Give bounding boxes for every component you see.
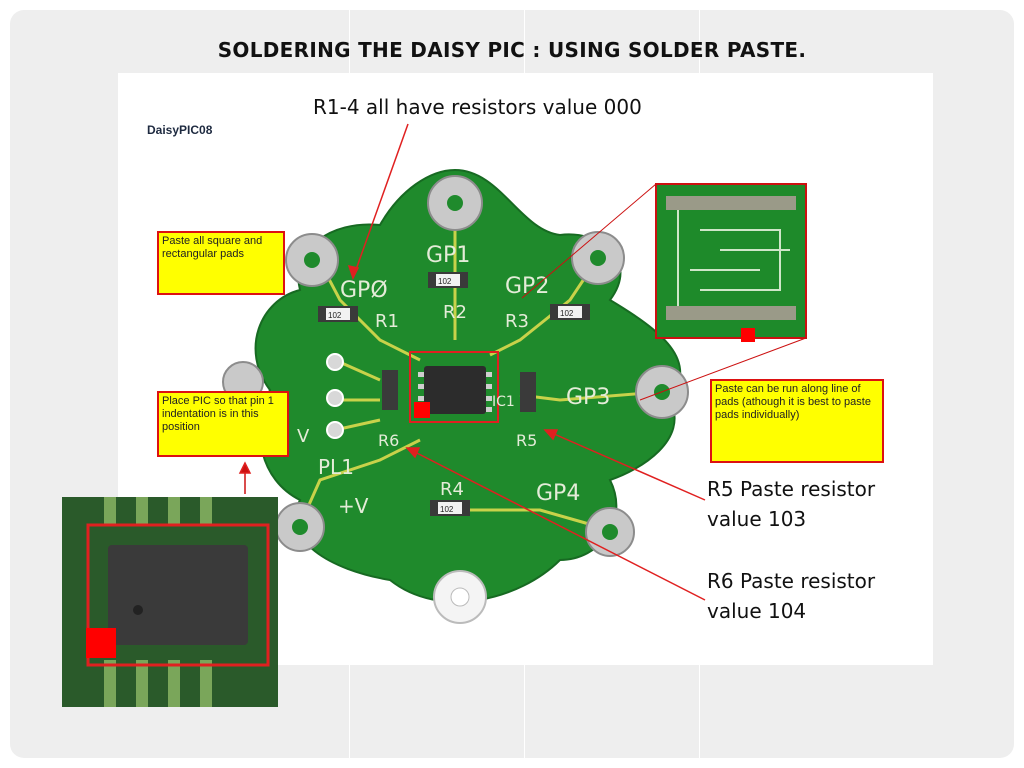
note-paste-pads: Paste all square and rectangular pads [157, 231, 285, 295]
label-r4: R4 [440, 479, 464, 500]
pad-line-inset [521, 183, 807, 401]
label-r1: R1 [375, 311, 399, 332]
label-r6: R6 [378, 431, 399, 450]
caption-r1-4: R1-4 all have resistors value 000 [313, 95, 642, 119]
label-gp3: GP3 [566, 385, 610, 410]
resistor-marking: 102 [440, 505, 454, 514]
label-pl1: PL1 [318, 455, 354, 479]
annotation-arrows [238, 123, 706, 601]
label-r5: R5 [516, 431, 537, 450]
label-gp1: GP1 [426, 243, 470, 268]
note-place-pic: Place PIC so that pin 1 indentation is i… [157, 391, 289, 457]
label-gp0: GPØ [340, 278, 388, 303]
label-v: V [297, 426, 310, 447]
label-plus-v: +V [338, 494, 369, 518]
caption-r6: R6 Paste resistor value 104 [707, 569, 876, 623]
caption-r5: R5 Paste resistor value 103 [707, 477, 876, 531]
silkscreen-labels: GP1 GPØ GP2 GP3 GP4 PL1 +V V R1 R2 R3 R4… [297, 243, 610, 518]
resistor-marking: 102 [328, 311, 342, 320]
label-gp4: GP4 [536, 481, 580, 506]
resistor-marking: 102 [438, 277, 452, 286]
resistors [318, 272, 590, 516]
chip-closeup-photo [62, 497, 278, 707]
label-ic1: IC1 [492, 394, 515, 410]
board-label: DaisyPIC08 [147, 123, 213, 137]
label-r2: R2 [443, 302, 467, 323]
slide-title: SOLDERING THE DAISY PIC : USING SOLDER P… [217, 38, 807, 62]
note-paste-line: Paste can be run along line of pads (ath… [710, 379, 884, 463]
resistor-marking: 102 [560, 309, 574, 318]
label-r3: R3 [505, 311, 529, 332]
ic-chip [409, 351, 499, 423]
label-gp2: GP2 [505, 274, 549, 299]
